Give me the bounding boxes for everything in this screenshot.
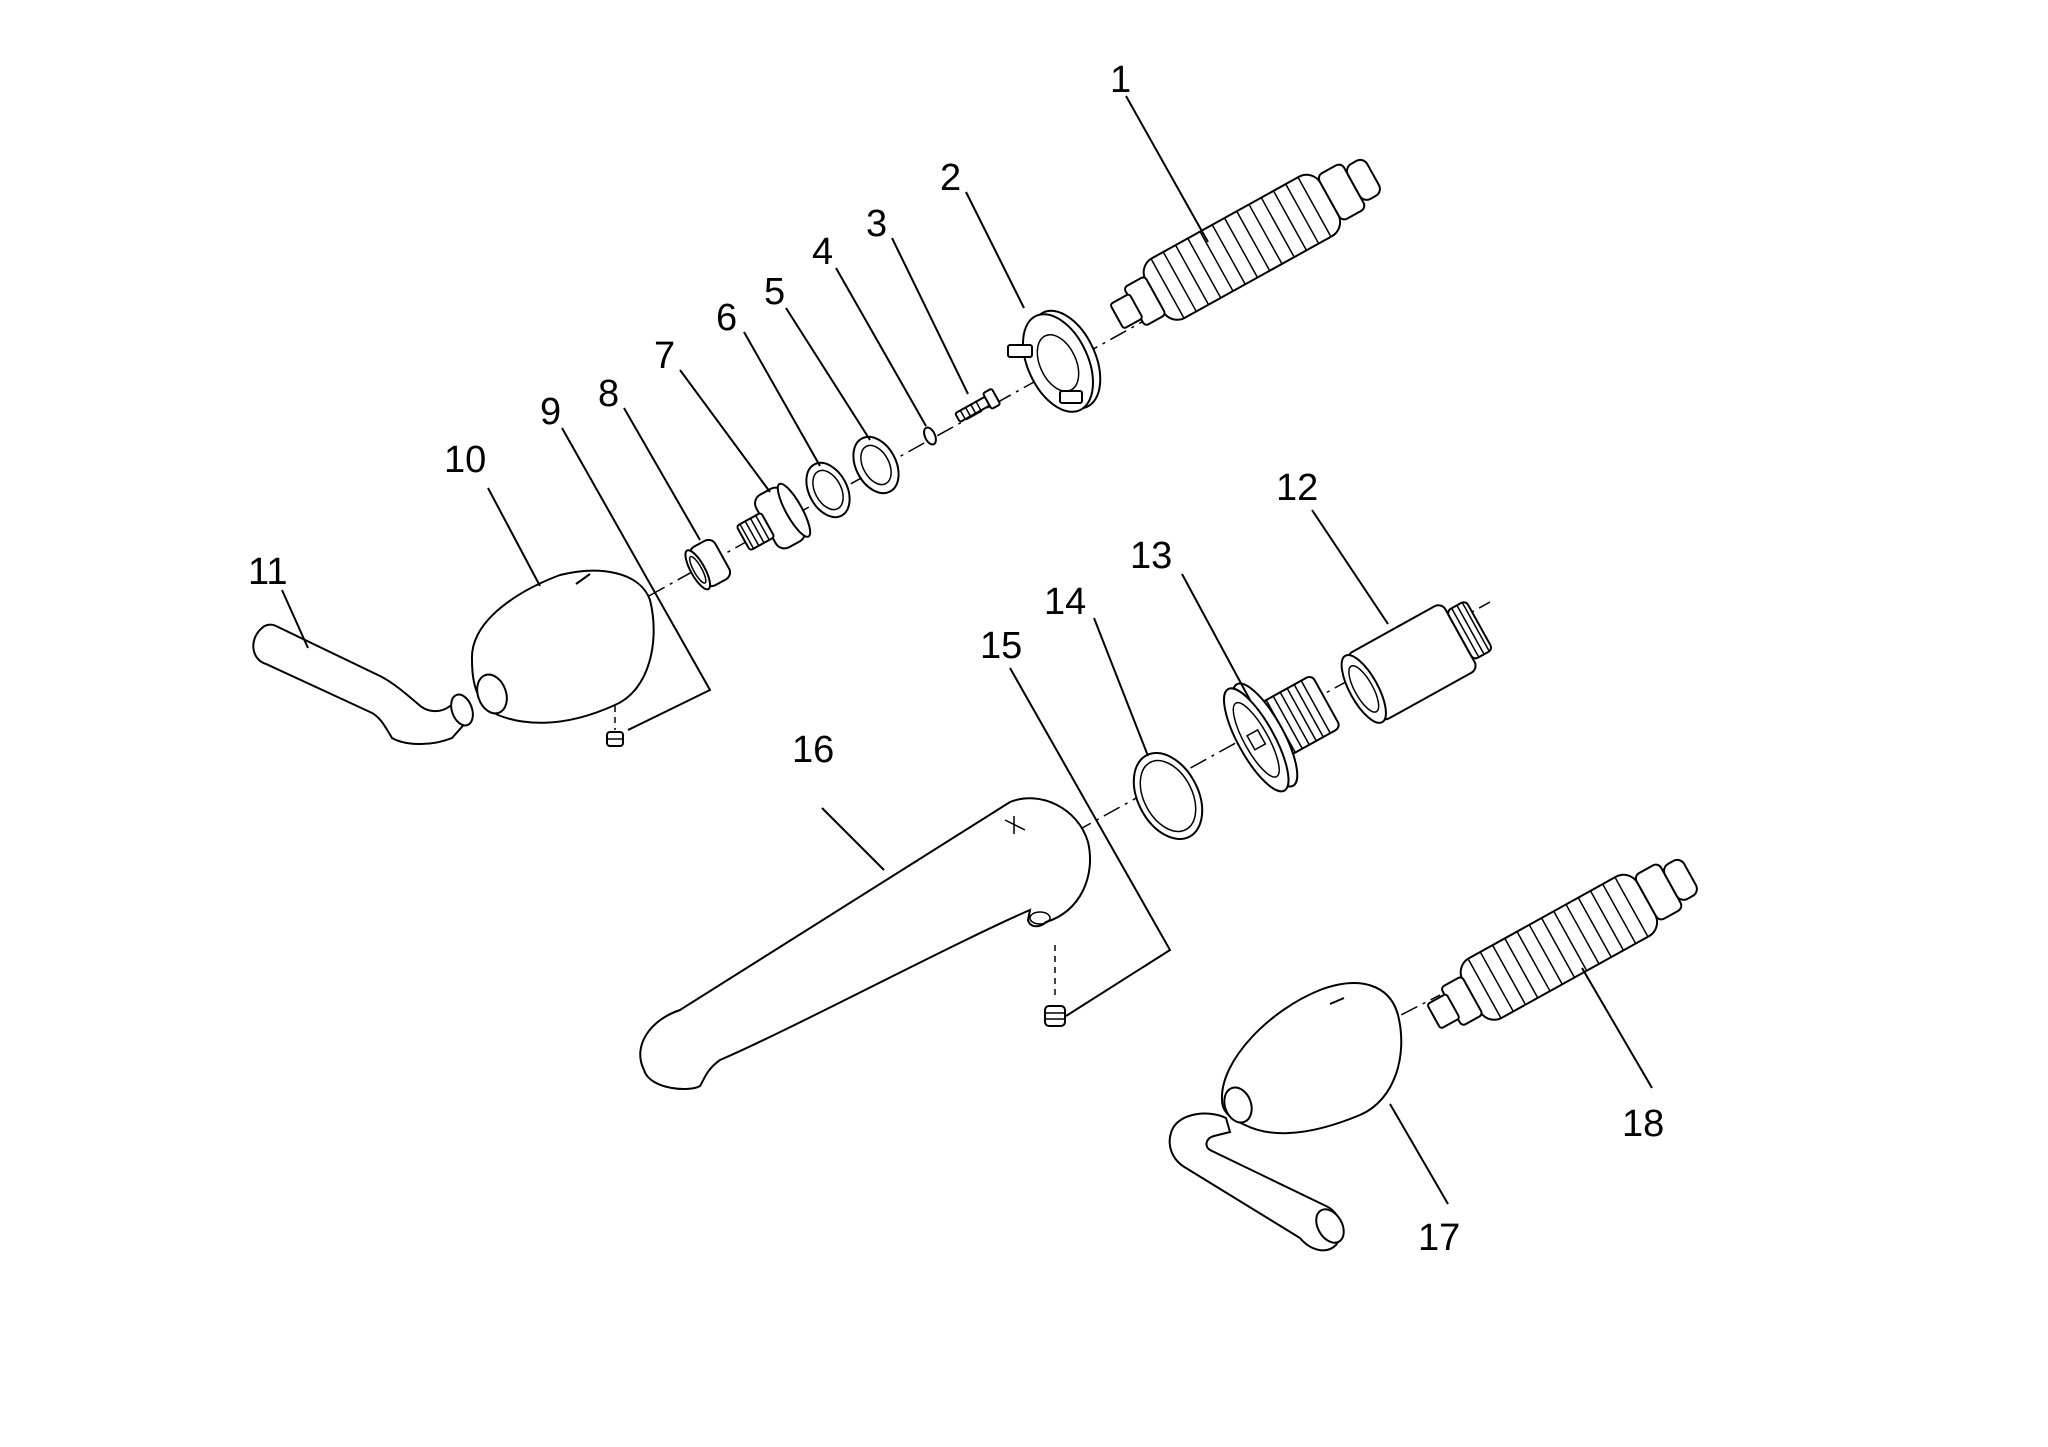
retaining-ring-part-5 — [852, 435, 900, 495]
callout-11: 11 — [248, 551, 287, 593]
callout-1: 1 — [1110, 59, 1131, 101]
leader-7 — [679, 369, 771, 493]
leader-13 — [1181, 573, 1251, 701]
lever-part-17 — [1168, 1112, 1345, 1252]
leader-11 — [281, 589, 309, 649]
extension-sleeve-part-12 — [1340, 601, 1493, 724]
callout-13: 13 — [1130, 535, 1172, 577]
threaded-adapter-part-13 — [1223, 675, 1340, 793]
set-screw-part-15 — [1044, 1005, 1066, 1027]
callout-3: 3 — [866, 203, 887, 245]
leader-18 — [1581, 967, 1653, 1089]
lever-part-11 — [252, 623, 474, 745]
flange-part-2 — [1007, 309, 1102, 413]
callout-12: 12 — [1276, 467, 1318, 509]
leader-4 — [835, 267, 927, 427]
leader-3 — [891, 237, 969, 395]
callout-4: 4 — [812, 231, 833, 273]
spline-adapter-part-7 — [736, 482, 812, 551]
leader-17 — [1389, 1103, 1449, 1205]
cartridge-part-18 — [1427, 858, 1698, 1029]
callout-10: 10 — [444, 439, 486, 481]
o-ring-part-14 — [1132, 752, 1204, 840]
leader-6 — [743, 331, 821, 467]
callout-14: 14 — [1044, 581, 1086, 623]
spout-logo-mark — [1004, 816, 1026, 834]
screw-part-3 — [954, 388, 1001, 423]
leader-9 — [561, 427, 712, 731]
spout-part-16 — [639, 797, 1092, 1090]
handle-body-part-10 — [470, 569, 655, 724]
callout-7: 7 — [654, 335, 675, 377]
washer-part-4 — [923, 426, 937, 446]
leader-10 — [487, 487, 541, 587]
callout-17: 17 — [1418, 1217, 1460, 1259]
leader-lines — [281, 95, 1653, 1205]
handle-body-part-17 — [1220, 982, 1403, 1135]
callout-labels: 1 2 3 4 5 6 7 8 9 10 11 12 13 14 15 16 1… — [248, 59, 1664, 1259]
callout-15: 15 — [980, 625, 1022, 667]
cartridge-part-1 — [1110, 158, 1381, 329]
o-ring-part-6 — [805, 461, 851, 519]
leader-8 — [623, 407, 701, 541]
set-screw-part-9 — [606, 731, 624, 747]
callout-6: 6 — [716, 297, 737, 339]
callout-18: 18 — [1622, 1103, 1664, 1145]
leader-15 — [1009, 667, 1172, 1017]
callout-2: 2 — [940, 157, 961, 199]
leader-2 — [965, 191, 1025, 309]
sleeve-part-8 — [684, 538, 732, 591]
leader-14 — [1093, 617, 1149, 757]
callout-16: 16 — [792, 729, 834, 771]
leader-1 — [1125, 95, 1209, 243]
leader-12 — [1311, 509, 1389, 625]
leader-5 — [785, 307, 871, 441]
callout-9: 9 — [540, 391, 561, 433]
leader-16 — [821, 807, 885, 871]
callout-8: 8 — [598, 373, 619, 415]
callout-5: 5 — [764, 271, 785, 313]
